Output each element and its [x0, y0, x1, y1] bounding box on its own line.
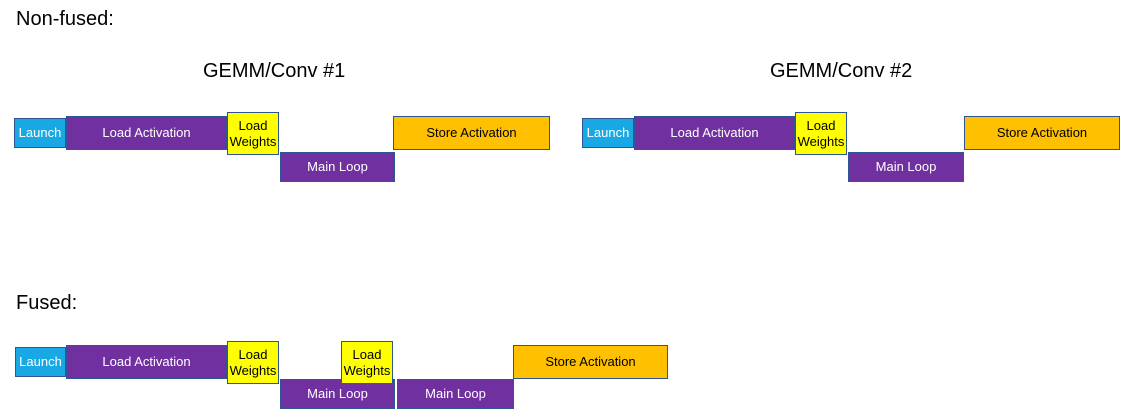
- gemm2-title: GEMM/Conv #2: [770, 60, 913, 82]
- fused-main-loop-2-block: Main Loop: [397, 379, 514, 409]
- nonfused-gemm2-main-loop-block: Main Loop: [848, 152, 964, 182]
- fused-load-weights-2-block: Load Weights: [341, 341, 393, 384]
- nonfused-heading: Non-fused:: [16, 8, 114, 30]
- nonfused-gemm1-load-weights-block: Load Weights: [227, 112, 279, 155]
- fused-store-activation-block: Store Activation: [513, 345, 668, 379]
- fused-launch-block: Launch: [15, 347, 66, 377]
- nonfused-gemm2-launch-block: Launch: [582, 118, 634, 148]
- nonfused-gemm2-load-weights-block: Load Weights: [795, 112, 847, 155]
- fused-load-weights-1-block: Load Weights: [227, 341, 279, 384]
- fused-main-loop-1-block: Main Loop: [280, 379, 395, 409]
- gemm1-title: GEMM/Conv #1: [203, 60, 346, 82]
- nonfused-gemm1-launch-block: Launch: [14, 118, 66, 148]
- nonfused-gemm2-load-activation-block: Load Activation: [634, 116, 795, 150]
- nonfused-gemm2-store-activation-block: Store Activation: [964, 116, 1120, 150]
- nonfused-gemm1-store-activation-block: Store Activation: [393, 116, 550, 150]
- fused-load-activation-block: Load Activation: [66, 345, 227, 379]
- nonfused-gemm1-load-activation-block: Load Activation: [66, 116, 227, 150]
- fused-heading: Fused:: [16, 292, 78, 314]
- nonfused-gemm1-main-loop-block: Main Loop: [280, 152, 395, 182]
